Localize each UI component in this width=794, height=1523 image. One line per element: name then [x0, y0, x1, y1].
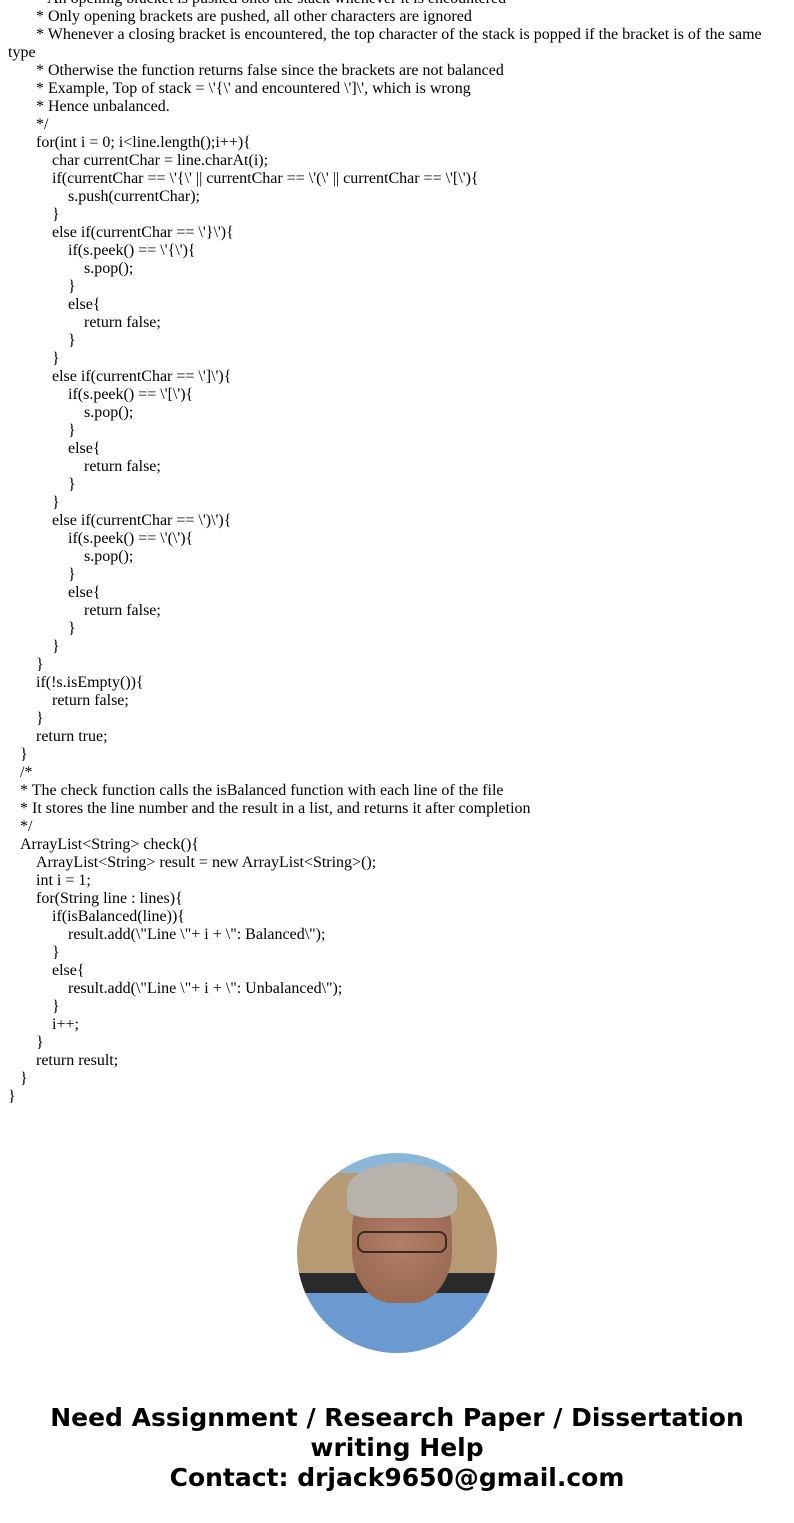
code-line: } [8, 1070, 28, 1087]
code-line: * Whenever a closing bracket is encounte… [8, 26, 766, 61]
code-line: for(String line : lines){ [8, 890, 183, 907]
code-line: /* [8, 764, 33, 781]
code-line: } [8, 350, 60, 367]
code-line: } [8, 656, 44, 673]
code-line: } [8, 278, 76, 295]
code-line: s.pop(); [8, 404, 134, 421]
banner-line-1: Need Assignment / Research Paper / Disse… [50, 1403, 744, 1432]
code-line: else{ [8, 296, 101, 313]
code-line: else{ [8, 440, 101, 457]
code-line: return true; [8, 728, 108, 745]
code-line: * An opening bracket is pushed onto the … [8, 0, 786, 8]
code-line: * Only opening brackets are pushed, all … [8, 8, 472, 25]
code-line: char currentChar = line.charAt(i); [8, 152, 269, 169]
banner-contact: Contact: drjack9650@gmail.com [169, 1463, 625, 1492]
code-line: else{ [8, 584, 101, 601]
code-line: if(!s.isEmpty()){ [8, 674, 144, 691]
code-line: s.pop(); [8, 548, 134, 565]
code-line: return false; [8, 602, 161, 619]
code-line: result.add(\"Line \"+ i + \": Unbalanced… [8, 980, 343, 997]
code-line: } [8, 476, 76, 493]
code-line: } [8, 206, 60, 223]
author-photo [297, 1153, 497, 1353]
code-line: return false; [8, 458, 161, 475]
code-line: } [8, 332, 76, 349]
code-line: * It stores the line number and the resu… [8, 800, 531, 817]
code-line: * Example, Top of stack = \'{\' and enco… [8, 80, 471, 97]
code-line: if(currentChar == \'{\' || currentChar =… [8, 170, 479, 187]
photo-glasses [357, 1231, 447, 1253]
code-line: */ [8, 116, 49, 133]
code-line: * Otherwise the function returns false s… [8, 62, 504, 79]
code-line: * Hence unbalanced. [8, 98, 170, 115]
code-line: else{ [8, 962, 85, 979]
code-line: } [8, 566, 76, 583]
code-line: } [8, 620, 76, 637]
code-line: return result; [8, 1052, 119, 1069]
code-line: } [8, 494, 60, 511]
code-line: return false; [8, 692, 129, 709]
code-line: } [8, 1088, 16, 1105]
code-line: if(s.peek() == \'[\'){ [8, 386, 194, 403]
code-line: return false; [8, 314, 161, 331]
code-line: else if(currentChar == \'}\'){ [8, 224, 234, 241]
code-line: ArrayList<String> result = new ArrayList… [8, 854, 377, 871]
code-line: } [8, 638, 60, 655]
code-line: if(isBalanced(line)){ [8, 908, 185, 925]
code-line: else if(currentChar == \']\'){ [8, 368, 232, 385]
code-line: int i = 1; [8, 872, 91, 889]
contact-banner: Need Assignment / Research Paper / Disse… [0, 1403, 794, 1493]
code-line: i++; [8, 1016, 79, 1033]
banner-line-2: writing Help [310, 1433, 484, 1462]
code-line: ArrayList<String> check(){ [8, 836, 200, 853]
code-line: } [8, 944, 60, 961]
code-line: for(int i = 0; i<line.length();i++){ [8, 134, 251, 151]
code-line: else if(currentChar == \')\'){ [8, 512, 232, 529]
code-line: s.pop(); [8, 260, 134, 277]
code-line: if(s.peek() == \'(\'){ [8, 530, 194, 547]
code-line: result.add(\"Line \"+ i + \": Balanced\"… [8, 926, 326, 943]
code-line: } [8, 422, 76, 439]
code-line: } [8, 710, 44, 727]
code-line: } [8, 998, 60, 1015]
code-block: * An opening bracket is pushed onto the … [8, 0, 786, 1106]
photo-hair [347, 1163, 457, 1218]
code-line: if(s.peek() == \'{\'){ [8, 242, 196, 259]
code-line: } [8, 746, 28, 763]
code-line: s.push(currentChar); [8, 188, 200, 205]
code-line: * The check function calls the isBalance… [8, 782, 504, 799]
code-line: */ [8, 818, 33, 835]
code-line: } [8, 1034, 44, 1051]
